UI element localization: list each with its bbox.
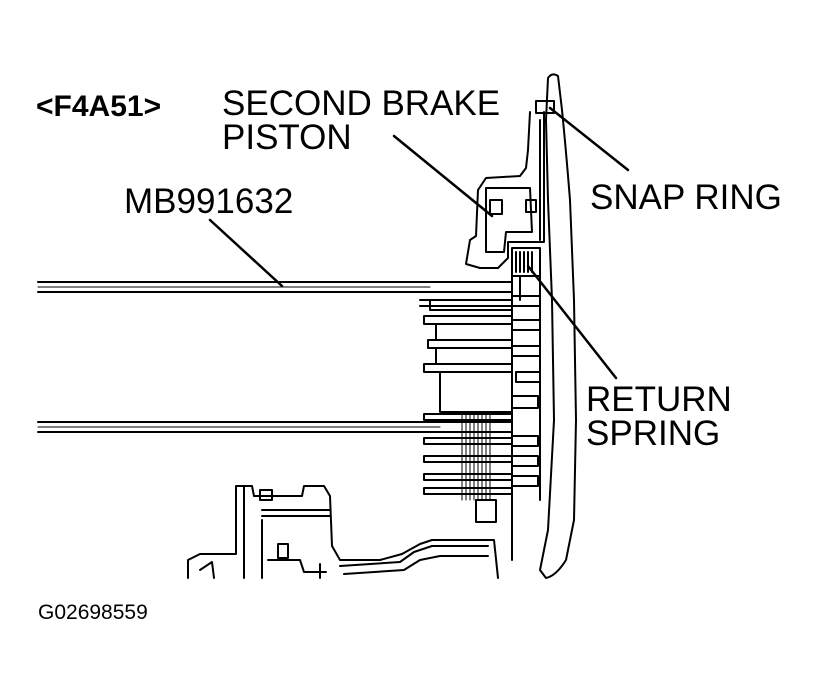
leader-return-spring xyxy=(526,264,618,380)
housing-inner-wall xyxy=(465,111,545,269)
second-brake-label-line2: PISTON xyxy=(222,118,352,157)
leader-snap-ring xyxy=(548,106,630,172)
leader-lines xyxy=(208,106,630,380)
leader-second-brake-piston xyxy=(392,134,494,218)
return-spring-part xyxy=(511,247,541,277)
second-brake-piston xyxy=(485,187,537,253)
case-outer-wall xyxy=(539,73,577,579)
leader-tool xyxy=(208,218,284,288)
lower-gear-assembly xyxy=(187,485,499,579)
model-code-label: <F4A51> xyxy=(36,90,162,123)
clutch-hub-wall xyxy=(511,275,541,561)
tool-lower-rod xyxy=(37,421,513,433)
tool-upper-rod xyxy=(37,281,513,293)
clutch-plates-upper xyxy=(419,295,541,413)
figure-id-label: G02698559 xyxy=(38,601,148,624)
clutch-plates-lower xyxy=(423,395,539,523)
snap-ring-label: SNAP RING xyxy=(590,178,782,217)
tool-label: MB991632 xyxy=(124,182,294,221)
second-brake-label-line1: SECOND BRAKE xyxy=(222,84,501,123)
snap-ring-part xyxy=(535,100,555,114)
return-spring-label-line1: RETURN xyxy=(586,380,732,419)
return-spring-label-line2: SPRING xyxy=(586,414,721,453)
